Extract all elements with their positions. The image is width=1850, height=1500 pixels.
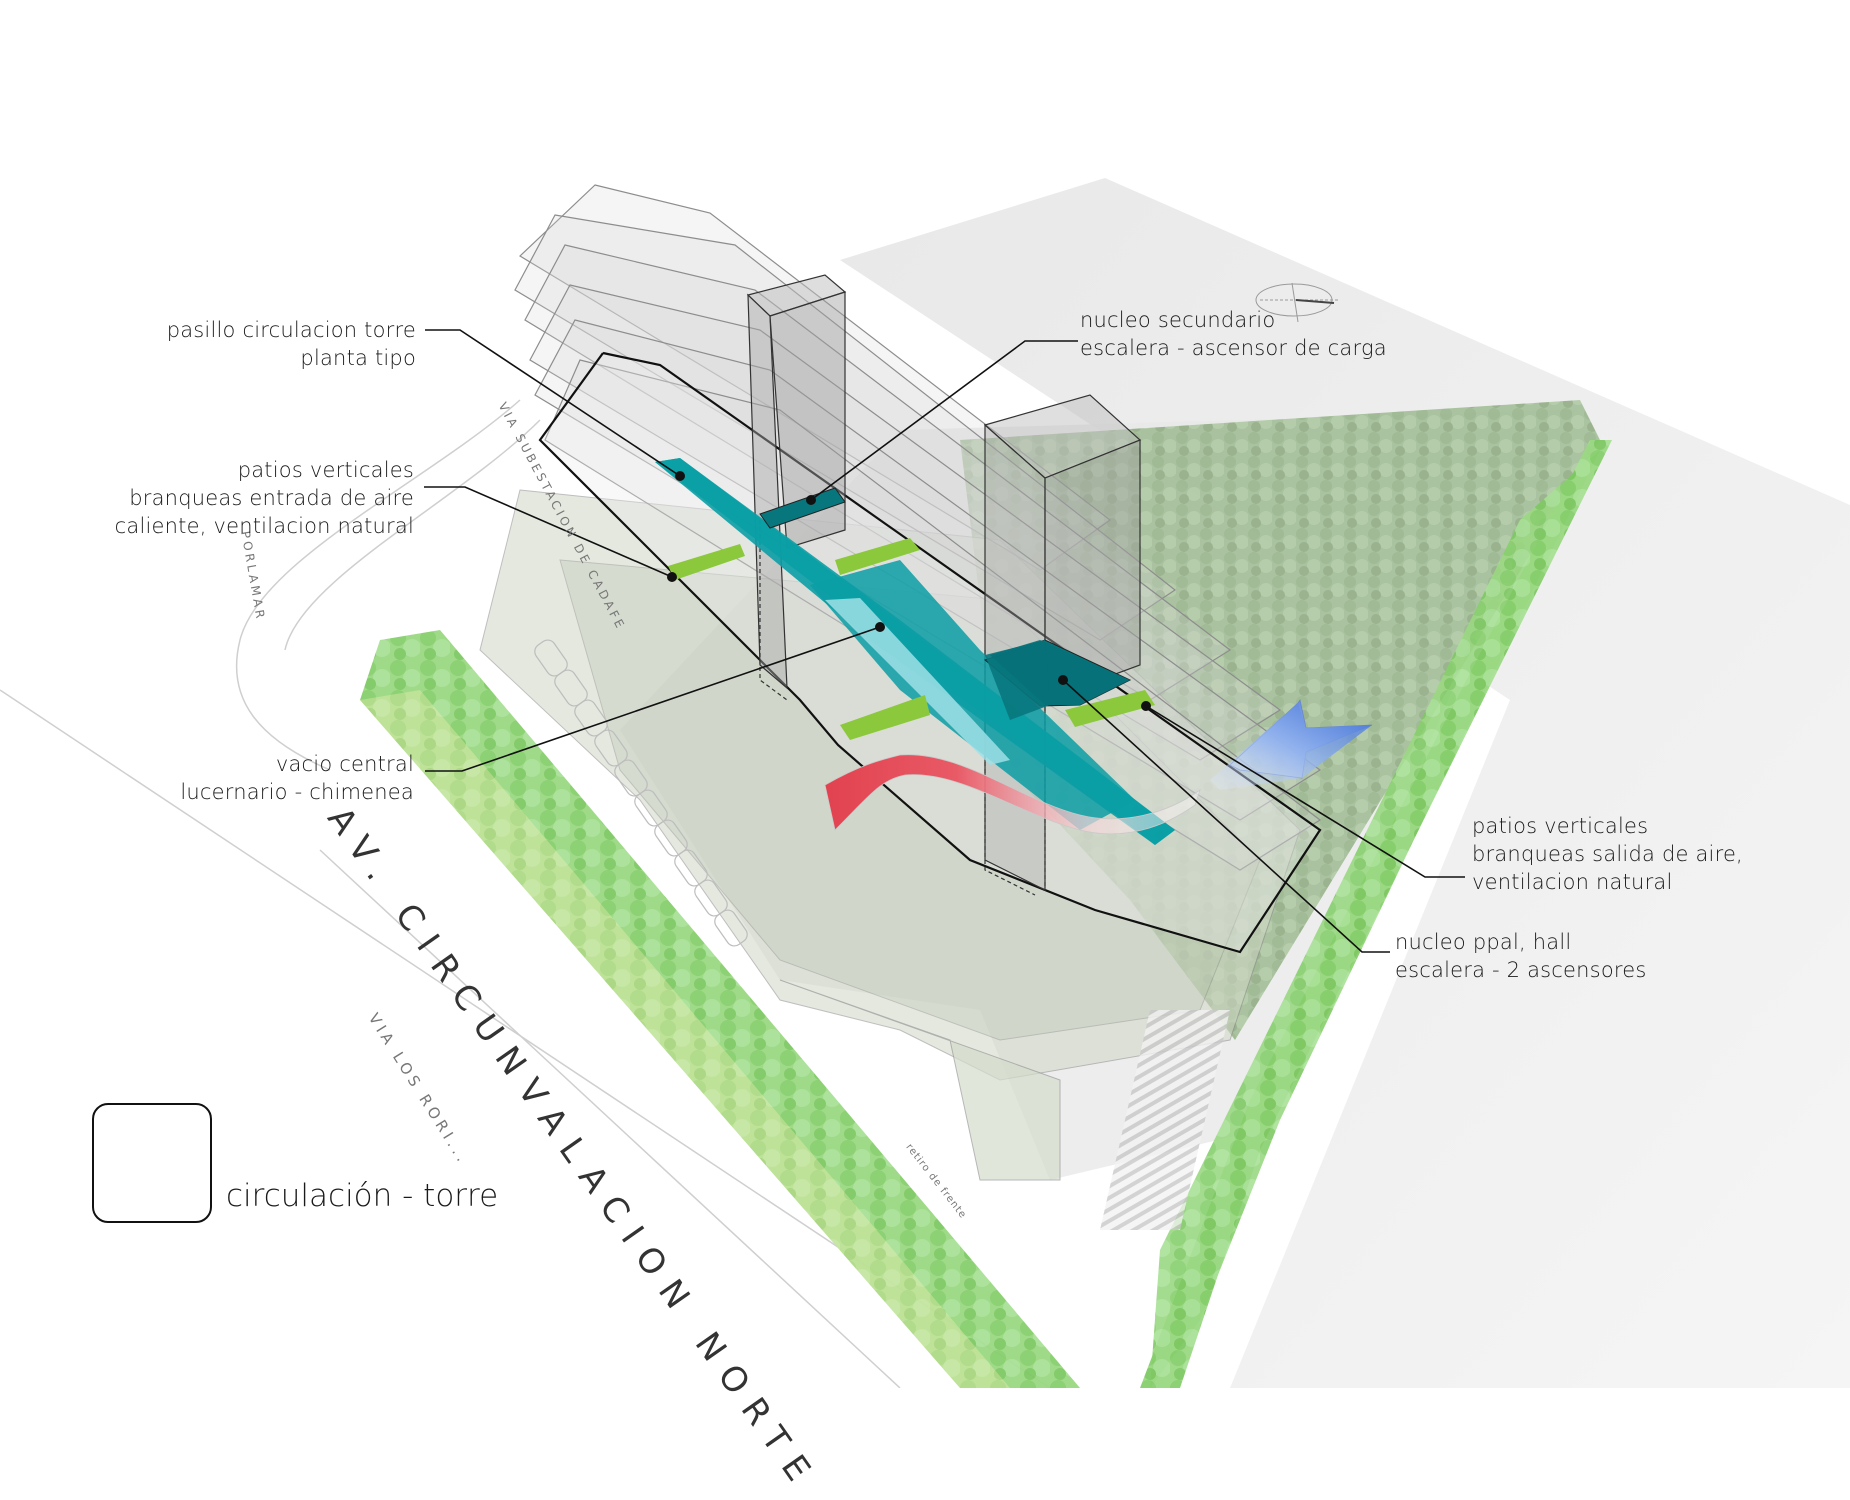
annotation-patios-salida: patios verticales branqueas salida de ai… [1472,812,1743,896]
annotation-line: pasillo circulacion torre [166,318,416,342]
legend-box [92,1103,212,1223]
annotation-line: planta tipo [300,346,416,370]
leader-dots [667,471,1151,711]
axonometric-drawing [0,178,1850,1388]
north-arrow-icon [1255,282,1340,323]
annotation-nucleo-ppal: nucleo ppal, hall escalera - 2 ascensore… [1395,928,1647,984]
fresh-air-arrow [1210,698,1373,790]
annotation-line: vacio central [275,752,414,776]
annotation-line: lucernario - chimenea [180,780,414,804]
annotation-vacio-central: vacio central lucernario - chimenea [180,750,414,806]
annotation-line: patios verticales [1472,814,1649,838]
core-floor-areas [759,487,1132,720]
secondary-core-tower [746,274,847,701]
annotation-line: caliente, ventilacion natural [114,514,414,538]
hot-air-flow [824,754,1201,835]
tree-strip-left [360,630,1080,1388]
annotation-nucleo-secundario: nucleo secundario escalera - ascensor de… [1080,306,1387,362]
annotation-line: nucleo ppal, hall [1395,930,1572,954]
annotation-patios-entrada: patios verticales branqueas entrada de a… [115,456,414,540]
annotation-line: escalera - 2 ascensores [1395,958,1647,982]
annotation-line: escalera - ascensor de carga [1080,336,1387,360]
annotation-line: patios verticales [237,458,414,482]
tree-strip-right [1140,440,1612,1388]
annotation-line: branqueas entrada de aire [129,486,414,510]
annotation-pasillo: pasillo circulacion torre planta tipo [167,316,416,372]
circulation-corridor [655,458,1175,845]
annotation-line: nucleo secundario [1080,308,1276,332]
parking-stalls [534,639,748,947]
annotation-line: ventilacion natural [1472,870,1673,894]
architectural-diagram: AV. CIRCUNVALACION NORTE VIA LOS RORI...… [0,178,1850,1500]
vertical-patios [668,538,1155,740]
annotation-line: branqueas salida de aire, [1472,842,1743,866]
leader-lines [424,329,1465,953]
legend-label: circulación - torre [226,1178,499,1214]
